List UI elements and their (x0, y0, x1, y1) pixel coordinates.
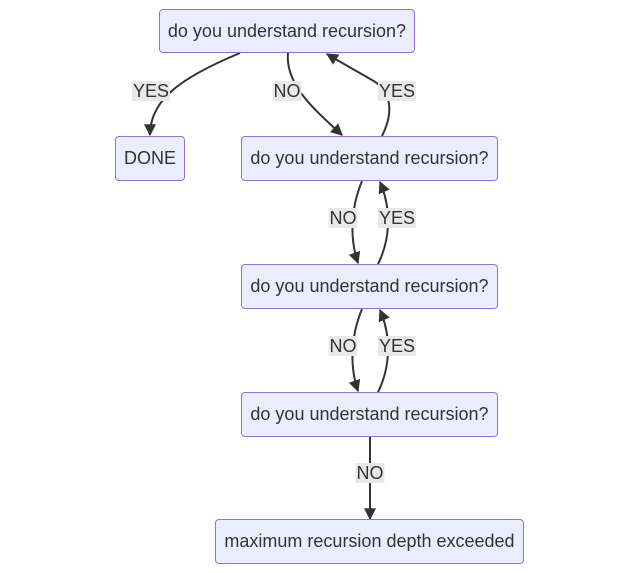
edge-label-q4-max: NO (355, 463, 385, 483)
node-question-4: do you understand recursion? (241, 392, 498, 437)
edge-q1-q2 (286, 52, 343, 136)
node-done: DONE (115, 136, 185, 181)
node-question-2: do you understand recursion? (241, 136, 498, 181)
node-question-1: do you understand recursion? (159, 9, 415, 53)
edge-label-q4-q3: YES (377, 336, 417, 356)
edge-label-q1-done: YES (131, 81, 171, 101)
edge-label-q1-q2: NO (272, 81, 302, 101)
edge-label-q3-q2: YES (377, 208, 417, 228)
edge-q2-q1 (325, 53, 391, 137)
edge-label-q3-q4: NO (328, 336, 358, 356)
node-question-3: do you understand recursion? (241, 264, 498, 309)
edge-label-q2-q1: YES (377, 81, 417, 101)
node-max-depth: maximum recursion depth exceeded (215, 519, 524, 564)
edge-q1-done (144, 52, 241, 137)
edge-label-q2-q3: NO (328, 208, 358, 228)
